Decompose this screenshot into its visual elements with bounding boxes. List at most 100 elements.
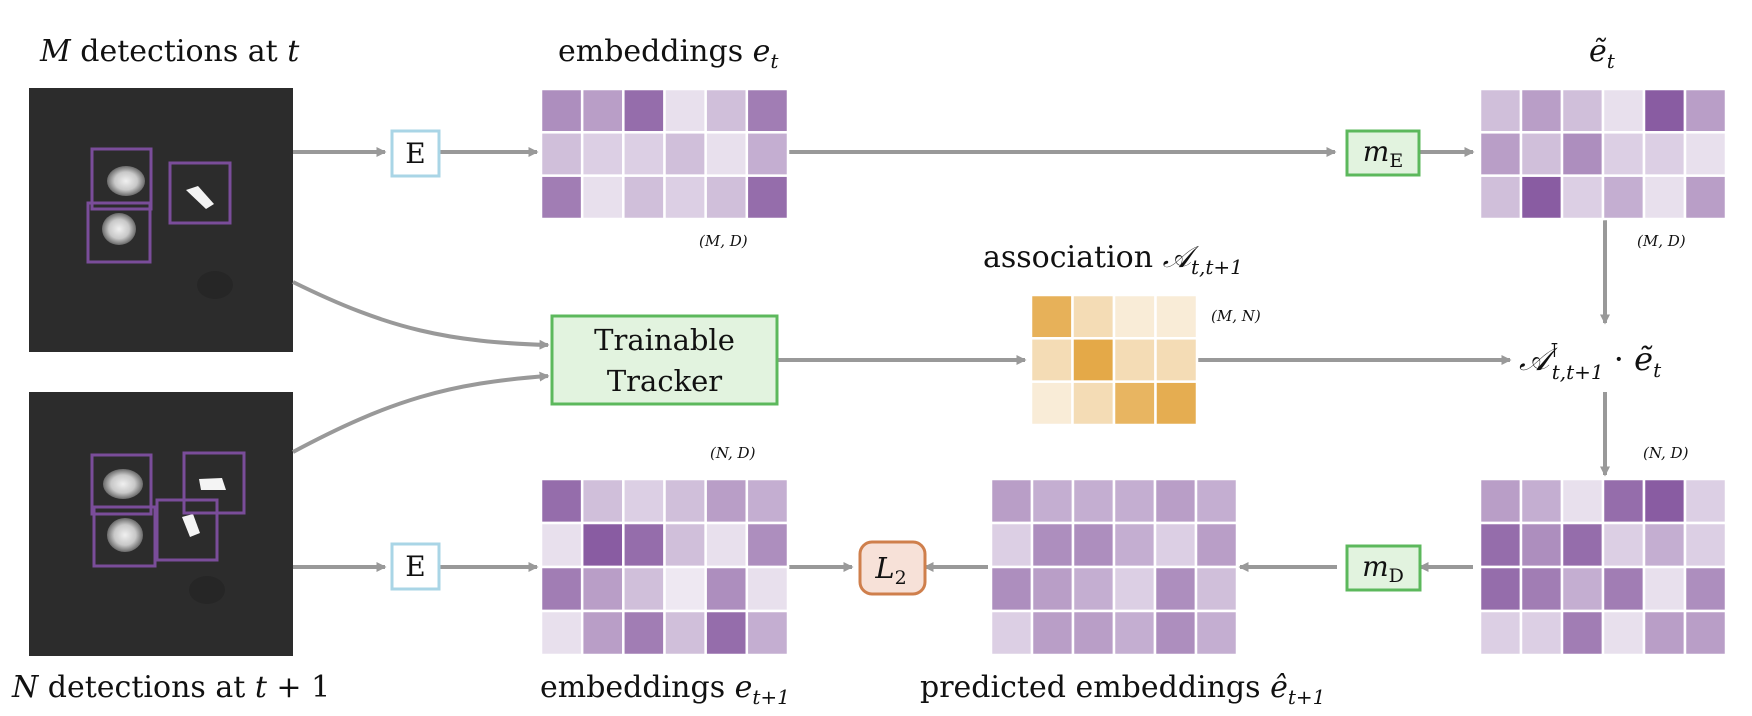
mE-box: mE	[1345, 129, 1421, 177]
matrix-cell	[580, 87, 625, 134]
matrix-cell	[1030, 609, 1075, 657]
matrix-cell	[1194, 477, 1239, 525]
matrix-cell	[1112, 565, 1157, 613]
matrix-cell	[1030, 477, 1075, 525]
mD-box: mD	[1345, 544, 1422, 592]
etilde-label: ẽt	[1589, 34, 1616, 73]
arrows	[292, 147, 1610, 572]
matrix-cell	[1194, 565, 1239, 613]
matrix-cell	[1519, 174, 1564, 221]
matrix-cell	[1560, 131, 1605, 177]
mD-label: mD	[1362, 550, 1404, 587]
matrix-cell	[1154, 337, 1199, 383]
association-matrix	[1029, 293, 1199, 427]
matrix-cell	[539, 174, 584, 221]
matrix-cell	[1029, 293, 1074, 340]
trainable-tracker-box: Trainable Tracker	[550, 314, 779, 406]
matrix-cell	[745, 609, 790, 657]
matrix-cell	[622, 131, 666, 177]
matrix-cell	[1153, 609, 1198, 657]
matrix-cell	[580, 521, 625, 569]
matrix-cell	[622, 521, 666, 569]
matrix-cell	[663, 87, 707, 134]
matrix-cell	[704, 174, 749, 221]
matrix-cell	[622, 609, 666, 657]
shape-MD-right: (M, D)	[1637, 232, 1686, 250]
encoder-bottom-label: E	[405, 550, 425, 583]
matrix-cell	[580, 174, 625, 221]
matrix-cell	[989, 477, 1034, 525]
matrix-cell	[1560, 521, 1605, 569]
shape-MD-top: (M, D)	[699, 232, 748, 250]
matrix-cell	[1601, 521, 1646, 569]
matrix-cell	[580, 131, 625, 177]
matrix-cell	[1071, 521, 1116, 569]
matrix-cell	[1071, 477, 1116, 525]
matrix-cell	[539, 477, 584, 525]
frame-image-t1	[29, 392, 293, 656]
matrix-cell	[989, 521, 1034, 569]
matrix-cell	[539, 131, 584, 177]
cell-nucleus	[107, 166, 145, 196]
matrix-cell	[1478, 521, 1523, 569]
matrix-cell	[539, 521, 584, 569]
cell-nucleus	[102, 213, 136, 245]
embeddings-t1-label: embeddings et+1	[540, 670, 790, 709]
matrix-cell	[622, 174, 666, 221]
matrix-cell	[1601, 477, 1646, 525]
matrix-cell	[1642, 477, 1687, 525]
matrix-cell	[1683, 174, 1728, 221]
cell-dividing	[182, 514, 200, 537]
matrix-cell	[1683, 609, 1728, 657]
matrix-cell	[1642, 87, 1687, 134]
matrix-cell	[1478, 609, 1523, 657]
predicted-embeddings-matrix	[989, 477, 1239, 657]
detection-box	[92, 505, 157, 568]
matrix-cell	[704, 565, 749, 613]
matrix-cell	[989, 565, 1034, 613]
matrix-cell	[704, 87, 749, 134]
matrix-cell	[745, 521, 790, 569]
encoder-bottom-box: E	[390, 542, 441, 591]
matrix-cell	[1112, 521, 1157, 569]
embeddings-t-label: embeddings et	[558, 34, 779, 73]
matrix-cell	[663, 174, 707, 221]
association-label: association 𝒜t,t+1	[983, 240, 1243, 279]
matrix-cell	[1642, 521, 1687, 569]
matrix-cell	[704, 131, 749, 177]
matrix-cell	[1601, 87, 1646, 134]
matrix-cell	[1071, 293, 1116, 340]
matrix-cell	[1560, 609, 1605, 657]
matrix-cell	[580, 565, 625, 613]
matrix-cell	[745, 477, 790, 525]
matrix-cell	[745, 174, 790, 221]
matrix-cell	[539, 609, 584, 657]
matrix-cell	[1601, 609, 1646, 657]
matrix-cell	[1683, 87, 1728, 134]
matrix-cell	[663, 131, 707, 177]
matrix-cell	[1683, 565, 1728, 613]
tracker-label-line1: Trainable	[594, 323, 735, 357]
arrow-frame-t1-to-tracker	[292, 371, 550, 454]
matrix-cell	[1560, 477, 1605, 525]
tracker-label-line2: Tracker	[607, 364, 722, 398]
matrix-cell	[1154, 293, 1199, 340]
matrix-cell	[1519, 609, 1564, 657]
matrix-cell	[1601, 174, 1646, 221]
matrix-cell	[1030, 521, 1075, 569]
matrix-cell	[745, 87, 790, 134]
matrix-cell	[663, 565, 707, 613]
embeddings-t1-matrix	[539, 477, 790, 657]
matrix-cell	[1478, 565, 1523, 613]
matrix-cell	[1601, 565, 1646, 613]
cell-nucleus	[103, 469, 143, 499]
matrix-cell	[1029, 337, 1074, 383]
matrix-cell	[1071, 565, 1116, 613]
matrix-cell	[1153, 565, 1198, 613]
matrix-cell	[1153, 477, 1198, 525]
matrix-cell	[1683, 131, 1728, 177]
matrix-cell	[989, 609, 1034, 657]
cell-nucleus	[107, 518, 143, 552]
frame-t1-label: N detections at t + 1	[11, 670, 330, 705]
